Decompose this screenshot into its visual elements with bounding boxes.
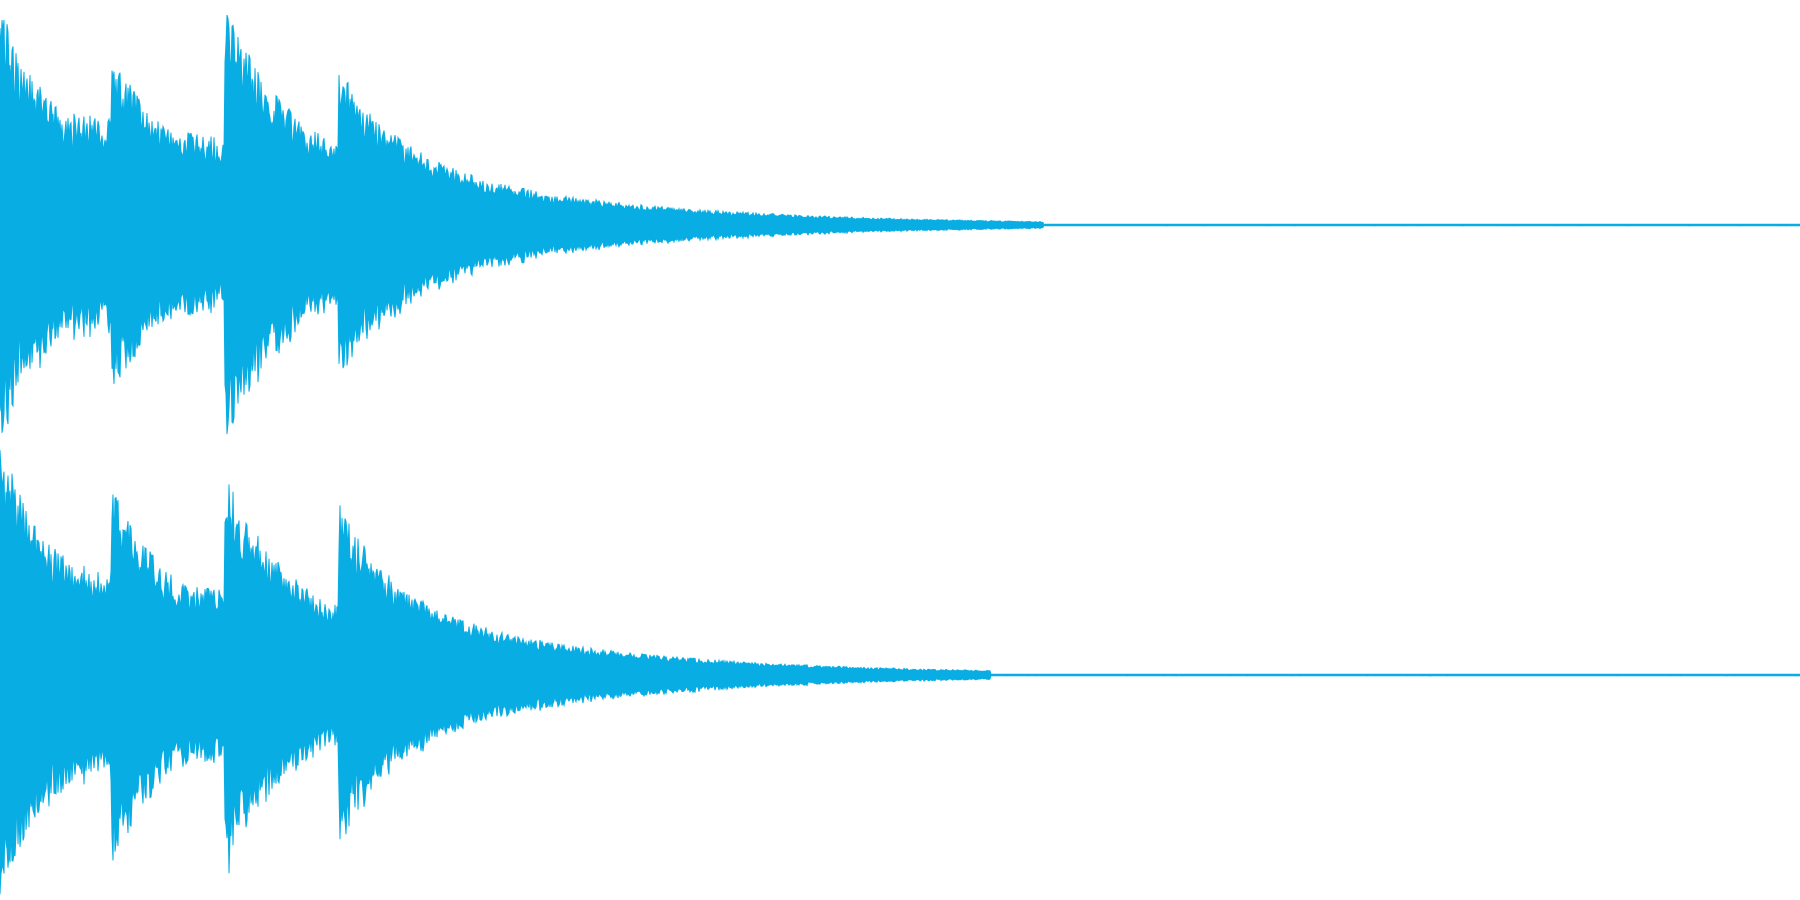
waveform-channel-right [0,450,1800,895]
waveform-envelope-right [0,450,1800,895]
waveform-channel-left [0,14,1800,435]
waveform-envelope-left [0,14,1800,435]
